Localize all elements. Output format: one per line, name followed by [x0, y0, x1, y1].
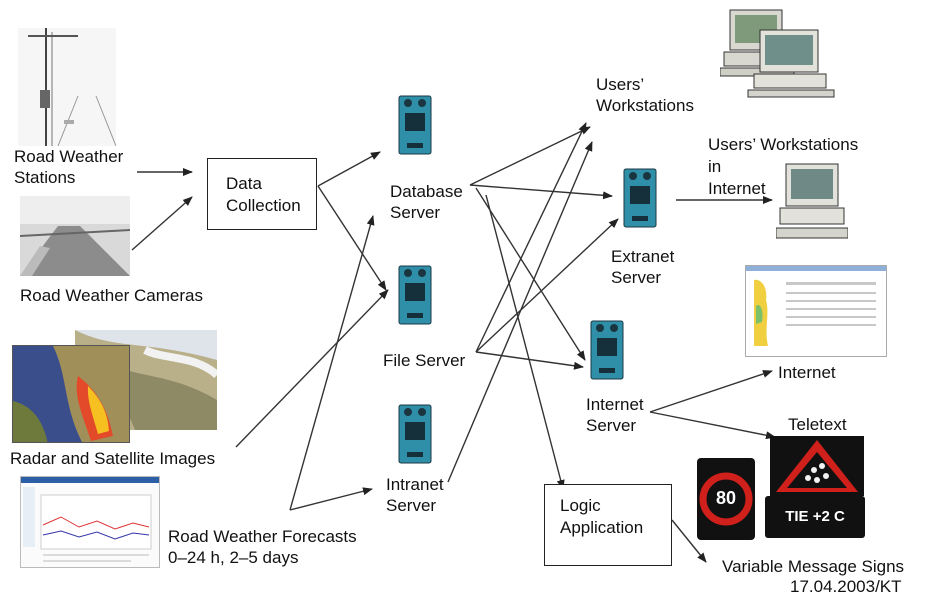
road-weather-camera-image [20, 196, 130, 276]
logic-application-box: Logic Application [544, 484, 672, 566]
logic-label-2: Application [560, 518, 644, 537]
radar-image [12, 345, 130, 443]
temperature-sign-text: TIE +2 C [785, 508, 845, 525]
internet-server-label-1: Internet [586, 395, 644, 414]
arrow-intranet-to-users [447, 141, 593, 483]
arrow-file-to-users [475, 122, 587, 353]
arrow-database-to-users [469, 126, 591, 186]
users-workstations-icon [720, 9, 835, 98]
users-internet-label-2: in [708, 157, 722, 176]
intranet-server-label-2: Server [386, 496, 437, 515]
road-weather-station-image [18, 28, 116, 146]
arrow-internet-server-to-internet [649, 370, 773, 413]
logic-label-1: Logic [560, 496, 601, 515]
users-workstations-label-1: Users’ [596, 75, 645, 94]
teletext-warning-sign-icon [770, 436, 864, 496]
forecasts-label-line1: Road Weather Forecasts [168, 527, 357, 546]
arrow-database-to-logic [485, 194, 565, 490]
arrow-forecast-to-intranet [289, 487, 373, 511]
intranet-server-icon [398, 404, 432, 464]
extranet-server-icon [623, 168, 657, 228]
database-server-label-2: Server [390, 203, 441, 222]
users-workstations-label-2: Workstations [596, 96, 694, 115]
arrow-file-to-extranet [475, 218, 619, 353]
data-collection-label-2: Collection [226, 196, 301, 215]
teletext-label: Teletext [788, 415, 847, 434]
radar-satellite-label: Radar and Satellite Images [10, 449, 216, 468]
temperature-sign: TIE +2 C [765, 496, 865, 538]
arrow-radar-to-file [235, 289, 389, 448]
file-server-icon [398, 265, 432, 325]
intranet-server-label-1: Intranet [386, 475, 444, 494]
arrow-collection-to-file [317, 185, 387, 291]
arrow-logic-to-vms [671, 519, 707, 563]
arrow-database-to-internet [475, 187, 586, 361]
data-collection-box: Data Collection [207, 158, 317, 230]
road-weather-stations-label: Road Weather Stations [14, 147, 124, 187]
arrow-cameras-to-collection [131, 196, 193, 251]
internet-server-icon [590, 320, 624, 380]
speed-limit-sign: 80 [697, 458, 755, 540]
arrow-internet-server-to-teletext [649, 411, 776, 440]
internet-server-label-2: Server [586, 416, 637, 435]
internet-label: Internet [778, 363, 836, 382]
forecasts-label-line2: 0–24 h, 2–5 days [168, 548, 299, 567]
speed-limit-text: 80 [715, 488, 737, 508]
internet-webpage-image [745, 265, 887, 357]
arrow-collection-to-database [317, 151, 381, 187]
database-server-icon [398, 95, 432, 155]
forecast-screenshot [20, 476, 160, 568]
users-internet-label-1: Users’ Workstations [708, 135, 859, 154]
users-internet-label-3: Internet [708, 179, 766, 198]
arrow-forecast-to-database [289, 215, 375, 511]
variable-message-signs-label: Variable Message Signs [722, 557, 905, 576]
database-server-label-1: Database [390, 182, 463, 201]
footer-date: 17.04.2003/KT [790, 577, 902, 596]
file-server-label: File Server [383, 351, 466, 370]
arrow-file-to-internet [475, 351, 584, 370]
data-collection-label-1: Data [226, 174, 262, 193]
extranet-server-label-1: Extranet [611, 247, 675, 266]
road-weather-cameras-label: Road Weather Cameras [20, 286, 203, 305]
extranet-server-label-2: Server [611, 268, 662, 287]
speed-limit-ring [699, 472, 753, 526]
arrow-database-to-extranet [469, 184, 613, 200]
internet-workstation-icon [776, 163, 848, 239]
